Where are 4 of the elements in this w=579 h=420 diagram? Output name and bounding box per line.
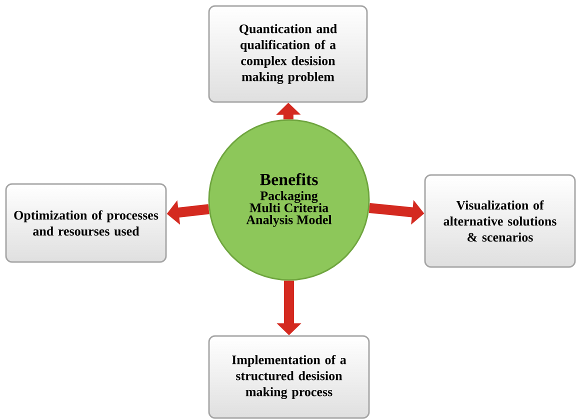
benefit-box: Quantication and qualification of a complex desision making problem [208, 5, 368, 103]
benefit-box: Implementation of a structured desision making process [208, 335, 370, 419]
benefit-box: Optimization of processes and resourses used [5, 183, 167, 263]
benefit-box: Visualization of alternative solutions & scenarios [424, 174, 576, 268]
